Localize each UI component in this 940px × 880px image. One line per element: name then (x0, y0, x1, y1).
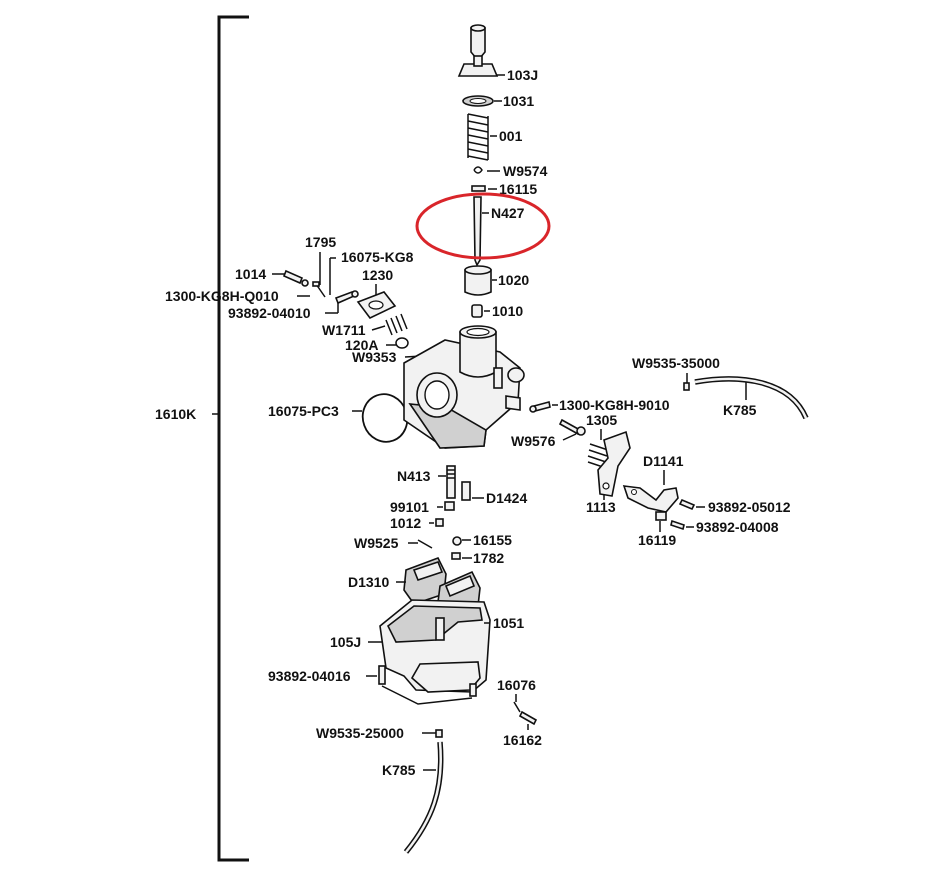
label-1300-kg8h-9010: 1300-KG8H-9010 (559, 397, 670, 413)
label-120a: 120A (345, 337, 378, 353)
label-105j: 105J (330, 634, 361, 650)
label-16162: 16162 (503, 732, 542, 748)
label-1795: 1795 (305, 234, 336, 250)
label-d1141: D1141 (643, 453, 684, 469)
part-screw-93892-05012 (678, 498, 696, 511)
label-1010: 1010 (492, 303, 523, 319)
part-16115 (471, 185, 486, 192)
label-w9576: W9576 (511, 433, 556, 449)
label-93892-04008: 93892-04008 (696, 519, 779, 535)
part-jet-n413 (446, 465, 456, 499)
label-99101: 99101 (390, 499, 429, 515)
label-1012: 1012 (390, 515, 421, 531)
label-93892-04016: 93892-04016 (268, 668, 351, 684)
part-bracket-d1141 (622, 485, 679, 513)
part-needle-n427 (473, 196, 482, 267)
part-screws-93892-04016 (378, 665, 477, 705)
part-screw-16162 (518, 710, 538, 726)
part-screw-1300-kg8h-9010 (529, 401, 551, 413)
part-oring-120a (395, 337, 409, 349)
part-16119 (655, 511, 667, 521)
part-hose-k785-bottom (403, 741, 444, 854)
label-d1424: D1424 (486, 490, 527, 506)
part-clip-w9535 (683, 382, 690, 391)
label-16115: 16115 (499, 181, 537, 197)
part-spring-w1711 (385, 313, 408, 336)
label-1230: 1230 (362, 267, 393, 283)
part-screw-93892-04008 (670, 519, 685, 531)
label-w9525: W9525 (354, 535, 399, 551)
label-16119: 16119 (638, 532, 676, 548)
part-lever-1113 (597, 430, 631, 497)
label-001: 001 (499, 128, 523, 144)
label-1782: 1782 (473, 550, 504, 566)
label-103j: 103J (507, 67, 538, 83)
part-carburetor-body (403, 325, 525, 449)
part-spring-1305 (587, 443, 609, 469)
part-clip-w9535-25000 (435, 729, 443, 738)
part-clip-w9574 (473, 166, 483, 174)
part-spring-001 (467, 113, 489, 161)
label-1300-kg8h-q010: 1300-KG8H-Q010 (165, 288, 279, 304)
label-16075-pc3: 16075-PC3 (268, 403, 339, 419)
part-bracket-1230 (356, 291, 397, 320)
label-n427: N427 (491, 205, 525, 221)
label-1113: 1113 (586, 499, 616, 515)
label-w9353: W9353 (352, 349, 397, 365)
label-k785-top: K785 (723, 402, 757, 418)
label-w1711: W1711 (322, 322, 366, 338)
part-screw-w9576 (558, 418, 586, 436)
part-16155 (452, 536, 462, 546)
part-clip-w9525 (417, 539, 433, 549)
part-jet-1010 (471, 304, 483, 318)
part-screw-93892-04010 (334, 290, 359, 305)
part-screw-1795 (312, 281, 326, 298)
label-w9574: W9574 (503, 163, 548, 179)
label-1014: 1014 (235, 266, 266, 282)
part-cap-103j (457, 24, 499, 77)
label-1051: 1051 (493, 615, 524, 631)
label-93892-05012: 93892-05012 (708, 499, 791, 515)
assembly-bracket (212, 15, 249, 862)
label-1305: 1305 (586, 412, 617, 428)
label-93892-04010: 93892-04010 (228, 305, 311, 321)
part-1782 (451, 552, 461, 560)
label-w9535-35000: W9535-35000 (632, 355, 720, 371)
label-16075-kg8: 16075-KG8 (341, 249, 414, 265)
part-ring-1031 (462, 95, 494, 107)
part-jet-99101 (444, 501, 455, 511)
label-k785-bottom: K785 (382, 762, 416, 778)
part-hose-k785-top (694, 376, 809, 420)
part-1012 (435, 518, 444, 527)
part-jet-d1424 (461, 481, 471, 501)
part-screw-16076 (513, 701, 521, 713)
label-n413: N413 (397, 468, 431, 484)
part-screw-1014 (282, 269, 309, 287)
highlight-circle (415, 192, 551, 260)
label-16155: 16155 (473, 532, 512, 548)
label-1031: 1031 (503, 93, 534, 109)
label-d1310: D1310 (348, 574, 389, 590)
label-w9535-25000: W9535-25000 (316, 725, 404, 741)
label-16076: 16076 (497, 677, 536, 693)
part-slide-1020 (464, 265, 492, 296)
part-float-bowl-105j (379, 599, 491, 693)
label-1610k: 1610K (155, 406, 196, 422)
label-1020: 1020 (498, 272, 529, 288)
